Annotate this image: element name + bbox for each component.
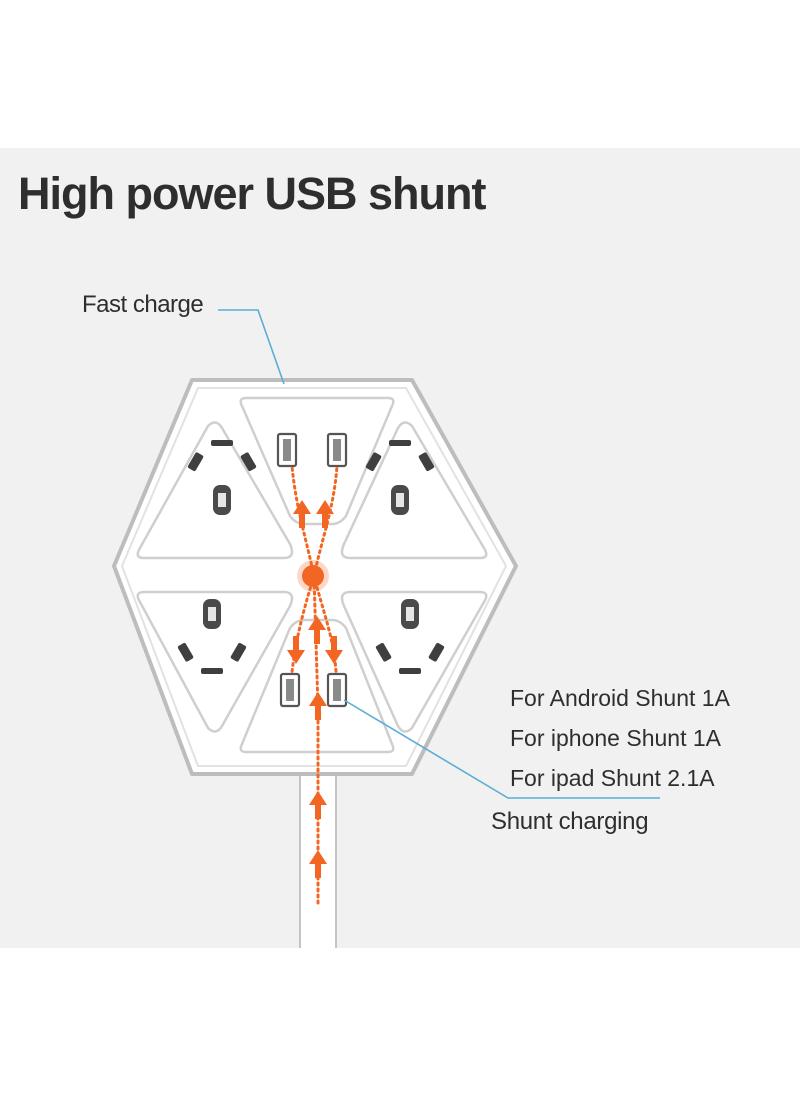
usb-port-icon	[326, 432, 348, 468]
arrow-up-icon	[316, 500, 334, 528]
socket-panel-lower-right	[340, 590, 488, 733]
power-strip-diagram	[112, 309, 660, 948]
arrow-down-icon	[287, 636, 305, 664]
socket-panel-lower-left	[136, 590, 294, 733]
usb-port-icon	[279, 672, 301, 708]
usb-panel-top	[239, 396, 395, 526]
shunt-spec-list: For Android Shunt 1A For iphone Shunt 1A…	[510, 678, 730, 798]
diagram-title: High power USB shunt	[18, 168, 486, 219]
arrow-up-icon	[309, 692, 327, 720]
usb-port-icon	[326, 672, 348, 708]
usb-port-icon	[276, 432, 298, 468]
arrow-up-icon	[308, 616, 326, 644]
shunt-spec-iphone: For iphone Shunt 1A	[510, 725, 721, 751]
fast-charge-label: Fast charge	[82, 291, 204, 318]
diagram-panel: High power USB shunt Fast charge For And…	[0, 148, 800, 948]
arrow-up-icon	[293, 500, 311, 528]
usb-panel-bottom	[239, 618, 395, 754]
arrow-down-icon	[325, 636, 343, 664]
shunt-charging-label: Shunt charging	[491, 808, 649, 835]
socket-panel-upper-right	[340, 421, 488, 560]
arrow-up-icon	[309, 850, 327, 878]
shunt-spec-android: For Android Shunt 1A	[510, 685, 730, 711]
shunt-spec-ipad: For ipad Shunt 2.1A	[510, 765, 715, 791]
arrow-up-icon	[309, 791, 327, 819]
fast-charge-leader-line	[218, 309, 285, 385]
shunt-charging-leader-line	[343, 699, 660, 799]
center-hub-icon	[297, 560, 329, 592]
